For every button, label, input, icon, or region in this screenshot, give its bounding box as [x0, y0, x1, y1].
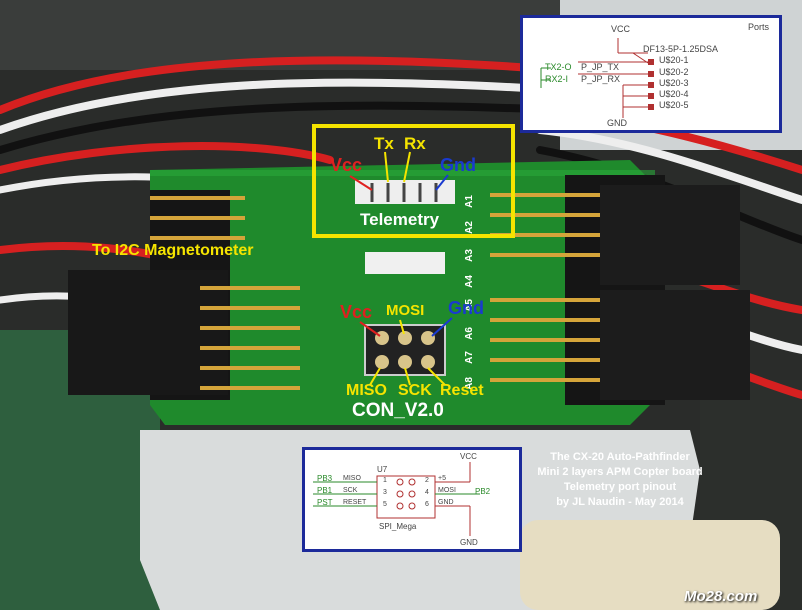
- telemetry-schematic-lines: [540, 38, 654, 118]
- isp-schematic: VCC U7 PB3 PB1 PST MISO SCK RESET 1 3 5 …: [302, 447, 522, 552]
- gnd-isp-label: Gnd: [448, 298, 484, 318]
- schem-top-pin-3: U$20-3: [659, 78, 689, 88]
- caption-block: The CX-20 Auto-Pathfinder Mini 2 layers …: [520, 450, 720, 510]
- left-pin-header: [68, 190, 230, 400]
- schem-bot-rpin-2: MOSI: [438, 487, 456, 494]
- pcb-pin-label: A2: [463, 221, 475, 234]
- schem-bot-vcc: VCC: [460, 452, 477, 461]
- schem-bot-rnum-3: 6: [425, 501, 429, 508]
- gps-module: [520, 520, 780, 610]
- schem-bot-lnum-2: 3: [383, 489, 387, 496]
- board-name-label: CON_V2.0: [352, 400, 444, 421]
- schem-top-gnd: GND: [607, 118, 627, 128]
- schem-top-ports: Ports: [748, 22, 770, 32]
- caption-line-3: Telemetry port pinout: [563, 481, 677, 493]
- tx-label: Tx: [374, 134, 394, 153]
- schem-bot-rpin-3: GND: [438, 499, 454, 506]
- schem-bot-right-net: PB2: [475, 487, 491, 496]
- right-pin-header: [565, 175, 750, 405]
- schem-top-pin-2: U$20-2: [659, 67, 689, 77]
- schem-bot-part: U7: [377, 465, 388, 474]
- watermark: Mo28.com: [684, 588, 758, 605]
- schem-bot-footprint: SPI_Mega: [379, 522, 417, 531]
- annotation-arrows: [349, 151, 453, 386]
- pcb-pin-label: A6: [463, 327, 475, 340]
- schem-bot-lpin-3: RESET: [343, 499, 367, 506]
- gnd-top-label: Gnd: [440, 155, 476, 175]
- schem-bot-lpin-1: MISO: [343, 475, 361, 482]
- schem-bot-net-2: PB1: [317, 486, 333, 495]
- caption-line-2: Mini 2 layers APM Copter board: [537, 466, 703, 478]
- schem-top-pin-1: U$20-1: [659, 55, 689, 65]
- isp-schematic-lines: [313, 462, 480, 536]
- schem-bot-lpin-2: SCK: [343, 487, 358, 494]
- i2c-connector: [365, 252, 445, 274]
- schem-bot-lnum-3: 5: [383, 501, 387, 508]
- sck-label: SCK: [398, 382, 432, 399]
- vcc-isp-label: Vcc: [340, 302, 373, 322]
- caption-line-4: by JL Naudin - May 2014: [556, 496, 684, 508]
- schem-bot-net-3: PST: [317, 498, 333, 507]
- pcb-pin-label: A7: [463, 351, 475, 364]
- schem-top-pin-4: U$20-4: [659, 89, 689, 99]
- telemetry-schematic: VCC Ports DF13-5P-1.25DSA TX2-O RX2-I P_…: [520, 15, 782, 133]
- telemetry-highlight-box: [312, 124, 515, 238]
- pcb-pin-label: A1: [463, 195, 475, 208]
- vcc-top-label: Vcc: [330, 155, 363, 175]
- telemetry-label: Telemetry: [360, 210, 440, 229]
- schem-bot-lnum-1: 1: [383, 477, 387, 484]
- schem-top-pin-5: U$20-5: [659, 100, 689, 110]
- schem-bot-gnd: GND: [460, 538, 478, 547]
- right-pins: [490, 193, 600, 382]
- schem-bot-rnum-2: 4: [425, 489, 429, 496]
- rx-label: Rx: [404, 134, 426, 153]
- caption-line-1: The CX-20 Auto-Pathfinder: [550, 451, 690, 463]
- schem-top-vcc: VCC: [611, 24, 631, 34]
- pcb-pin-label: A4: [463, 275, 475, 288]
- miso-label: MISO: [346, 382, 387, 399]
- pcb-pin-label: A3: [463, 249, 475, 262]
- isp-header: [364, 324, 446, 376]
- schem-top-pin-tx: P_JP_TX: [581, 62, 620, 72]
- schem-bot-rnum-1: 2: [425, 477, 429, 484]
- magnetometer-label: To I2C Magnetometer: [92, 242, 254, 259]
- schem-top-net-rx: RX2-I: [545, 74, 569, 84]
- schem-top-pin-rx: P_JP_RX: [581, 74, 621, 84]
- schem-bot-net-1: PB3: [317, 474, 333, 483]
- schem-top-connector: DF13-5P-1.25DSA: [643, 44, 719, 54]
- mosi-label: MOSI: [386, 302, 425, 319]
- schem-bot-rpin-1: +5: [438, 475, 446, 482]
- left-pins: [150, 196, 300, 390]
- schem-top-net-tx: TX2-O: [545, 62, 572, 72]
- reset-label: Reset: [440, 382, 484, 399]
